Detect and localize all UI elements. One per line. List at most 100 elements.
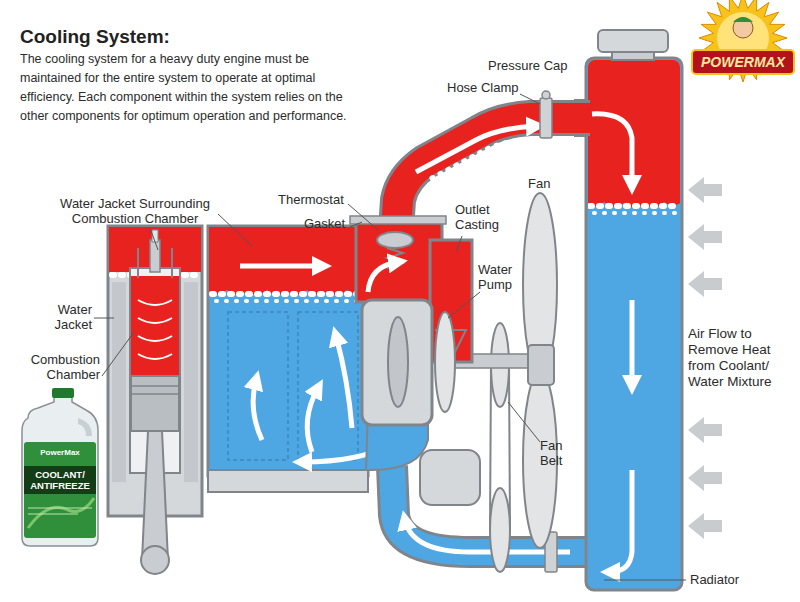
thermostat-housing: [368, 262, 398, 292]
combustion-cylinder: [131, 376, 179, 431]
radiator: [592, 114, 632, 185]
leader-line: [456, 236, 462, 252]
alternator: [420, 450, 480, 505]
engine-block: [307, 388, 318, 452]
bottle-label: [24, 442, 96, 538]
combustion-cylinder: [137, 248, 139, 278]
engine-block: [253, 380, 262, 440]
bottle-body: [22, 396, 98, 546]
bottle-leaf: [28, 498, 94, 528]
part-label: Outlet Casting: [455, 202, 513, 232]
logo-ribbon: [692, 50, 794, 74]
radiator: [590, 203, 680, 209]
airflow-arrow: [688, 177, 722, 203]
combustion-cylinder: [138, 354, 172, 359]
fan-belt: [490, 488, 510, 572]
engine-block: [209, 227, 367, 295]
combustion-cylinder: [108, 226, 202, 574]
leader-line: [102, 332, 134, 376]
radiator: [588, 60, 680, 208]
engine-block: [336, 336, 352, 428]
combustion-cylinder: [141, 546, 169, 574]
combustion-cylinder: [131, 393, 179, 395]
bottle-band: [24, 466, 96, 494]
combustion-cylinder: [131, 385, 179, 387]
airflow-note: Air Flow to Remove Heat from Coolant/ Wa…: [688, 326, 792, 390]
combustion-cylinder: [184, 282, 198, 482]
airflow-arrow: [688, 513, 722, 539]
water-pump: [362, 300, 455, 470]
product-name: COOLANT/ ANTIFREEZE: [24, 469, 96, 491]
leader-line: [604, 580, 686, 581]
leader-line: [520, 94, 540, 104]
pressure-cap: [598, 30, 668, 60]
bottle-cap: [52, 388, 74, 398]
engine-block: [216, 299, 365, 303]
brand-name: PowerMax: [24, 448, 96, 458]
radiator: [594, 211, 680, 215]
thermostat-housing: [432, 242, 470, 300]
water-pump: [435, 312, 455, 412]
airflow-arrow: [688, 465, 722, 491]
part-label: Fan: [528, 176, 568, 191]
thermostat-housing: [350, 216, 446, 224]
bottle-fineprint: [28, 508, 92, 514]
fan-belt: [490, 365, 491, 530]
leader-line: [94, 318, 114, 319]
combustion-cylinder: [150, 240, 160, 272]
engine-block: [208, 226, 368, 476]
part-label: Hose Clamp: [447, 80, 527, 95]
engine-block: [228, 312, 288, 460]
combustion-cylinder: [138, 336, 172, 341]
part-label: Water Jacket: [30, 302, 92, 332]
brand-name: POWERMAX: [692, 53, 794, 71]
upper-hose: [542, 91, 550, 99]
fan-belt: [509, 365, 510, 530]
part-label: Gasket: [304, 216, 354, 231]
part-label: Pressure Cap: [488, 58, 588, 73]
description-text: The cooling system for a heavy duty engi…: [20, 50, 350, 126]
mascot-cap: [733, 17, 753, 22]
leader-line: [150, 228, 158, 250]
combustion-cylinder: [112, 282, 126, 482]
part-label: Combustion Chamber: [14, 352, 100, 382]
upper-hose: [540, 98, 552, 138]
alternator: [420, 450, 480, 505]
upper-hose: [432, 138, 540, 178]
coolant-bottle: PowerMaxCOOLANT/ ANTIFREEZE: [8, 388, 104, 550]
combustion-cylinder: [109, 227, 201, 272]
radiator: [588, 60, 680, 213]
leader-line: [94, 94, 686, 580]
airflow-arrow: [688, 224, 722, 250]
fan: [528, 345, 554, 385]
leader-line: [350, 222, 362, 227]
upper-hose: [416, 126, 536, 172]
engine-block: [208, 470, 368, 492]
brand-logo-outline: [688, 0, 798, 88]
combustion-cylinder: [131, 276, 179, 376]
fan: [523, 193, 557, 548]
engine-block: [298, 312, 358, 460]
leader-line: [348, 204, 378, 230]
radiator: [575, 58, 684, 590]
airflow-arrow: [688, 417, 722, 443]
part-label: Thermostat: [278, 192, 353, 207]
brand-logo: POWERMAX: [688, 0, 798, 88]
part-label: Fan Belt: [540, 438, 580, 468]
radiator: [630, 300, 635, 385]
leader-line: [448, 292, 480, 318]
bottle-handle: [78, 418, 92, 436]
radiator: [610, 470, 632, 572]
water-pump: [388, 317, 408, 407]
thermostat-housing: [377, 232, 413, 248]
airflow-arrow: [688, 271, 722, 297]
part-label: Water Pump: [478, 262, 523, 292]
engine-block: [240, 264, 322, 269]
leader-line: [508, 402, 540, 442]
combustion-cylinder: [142, 431, 168, 560]
combustion-cylinder: [138, 300, 172, 305]
combustion-cylinder: [171, 248, 173, 278]
leader-line: [218, 214, 252, 246]
water-pump: [362, 300, 432, 425]
